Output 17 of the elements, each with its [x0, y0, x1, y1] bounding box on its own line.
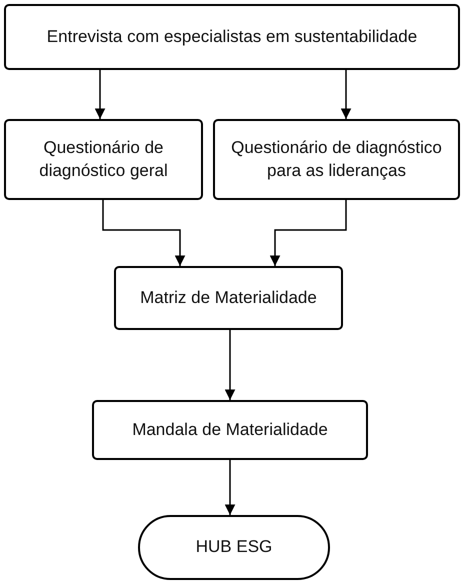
process-box	[114, 266, 343, 330]
node-label: Mandala de Materialidade	[132, 418, 328, 441]
arrow	[224, 330, 236, 400]
node-label: Matriz de Materialidade	[140, 286, 317, 309]
node-label: HUB ESG	[196, 536, 272, 558]
arrow	[102, 200, 186, 266]
arrow	[340, 70, 352, 119]
arrow	[224, 460, 236, 515]
arrow	[270, 200, 347, 266]
process-box	[4, 4, 460, 70]
process-box	[213, 119, 460, 200]
node-label: Questionário de diagnóstico geral	[38, 137, 169, 182]
process-box	[92, 400, 368, 460]
process-box	[4, 119, 203, 200]
arrow	[94, 70, 106, 119]
node-label: Questionário de diagnóstico para as lideranças	[230, 137, 443, 182]
node-label: Entrevista com especialistas em sustentabilidade	[46, 26, 418, 48]
